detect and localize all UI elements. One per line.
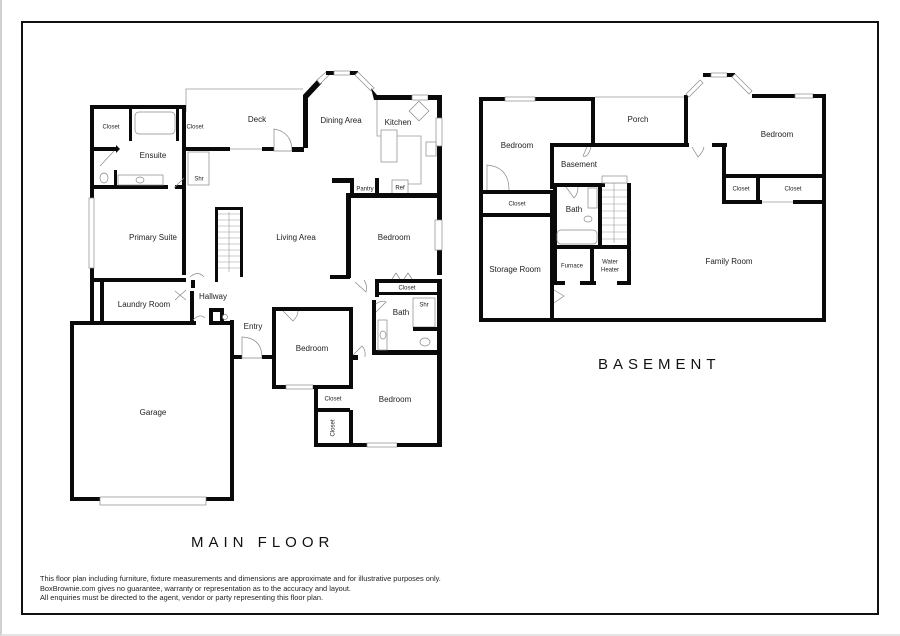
- basement-label: Basement: [561, 160, 598, 169]
- basement-bath-label: Bath: [566, 205, 582, 214]
- closet-right-label: Closet: [186, 125, 203, 131]
- bath-label: Bath: [393, 308, 409, 317]
- disclaimer-line-2: BoxBrownie.com gives no guarantee, warra…: [40, 583, 351, 593]
- ensuite-label: Ensuite: [140, 151, 167, 160]
- closet-east-label: Closet: [398, 286, 415, 292]
- main-floor-title: MAIN FLOOR: [191, 534, 335, 551]
- kitchen-label: Kitchen: [385, 118, 412, 127]
- ref-label: Ref: [395, 186, 405, 192]
- deck-label: Deck: [248, 115, 267, 124]
- deck-outline: [185, 88, 303, 112]
- dining-area-label: Dining Area: [320, 116, 362, 125]
- entry-label: Entry: [244, 322, 263, 331]
- bath-shower-label: Shr: [419, 303, 428, 309]
- closet-vertical-label: Closet: [331, 419, 337, 436]
- water-heater-label-line2: Heater: [601, 268, 619, 274]
- water-heater-label-line1: Water: [602, 260, 618, 266]
- primary-suite-label: Primary Suite: [129, 233, 178, 242]
- basement-bedroom-east-label: Bedroom: [761, 130, 794, 139]
- storage-room-label: Storage Room: [489, 265, 541, 274]
- bedroom-east-label: Bedroom: [378, 233, 411, 242]
- basement-labels: Bedroom Porch Bedroom Basement Closet Ba…: [489, 115, 802, 274]
- furnace-label: Furnace: [561, 264, 584, 270]
- pantry-label: Pantry: [356, 187, 373, 193]
- closet-left-label: Closet: [102, 125, 119, 131]
- ensuite-shower-label: Shr: [194, 177, 203, 183]
- basement-plan: [479, 72, 826, 322]
- closet-center-label: Closet: [324, 397, 341, 403]
- family-room-label: Family Room: [705, 257, 752, 266]
- living-area-label: Living Area: [276, 233, 316, 242]
- disclaimer-line-1: This floor plan including furniture, fix…: [40, 574, 441, 583]
- basement-closet-east-a-label: Closet: [732, 187, 749, 193]
- garage-label: Garage: [140, 408, 167, 417]
- basement-bedroom-west-label: Bedroom: [501, 141, 534, 150]
- bedroom-center-label: Bedroom: [296, 344, 329, 353]
- bedroom-south-label: Bedroom: [379, 395, 412, 404]
- disclaimer: This floor plan including furniture, fix…: [40, 574, 441, 603]
- basement-closet-west-label: Closet: [508, 202, 525, 208]
- hallway-label: Hallway: [199, 292, 227, 301]
- main-floor-plan: [70, 70, 443, 506]
- porch-label: Porch: [628, 115, 649, 124]
- laundry-room-label: Laundry Room: [118, 300, 171, 309]
- disclaimer-line-3: All enquiries must be directed to the ag…: [40, 593, 324, 602]
- main-floor-labels: Closet Closet Ensuite Shr Deck Dining Ar…: [102, 115, 428, 436]
- basement-title: BASEMENT: [598, 356, 721, 373]
- basement-closet-east-b-label: Closet: [784, 187, 801, 193]
